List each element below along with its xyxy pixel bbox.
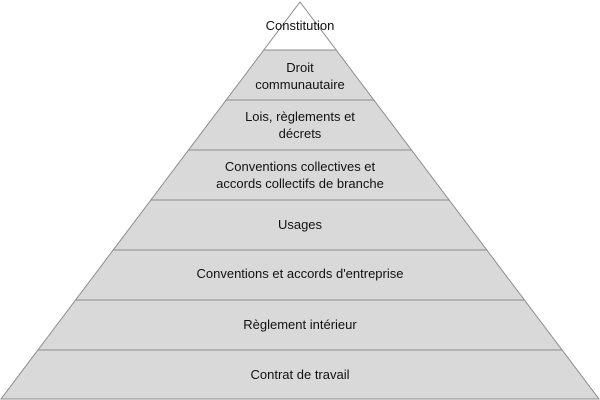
band-contrat-de-travail xyxy=(0,349,600,400)
level-conventions-collectives: Conventions collectives et accords colle… xyxy=(216,159,384,191)
level-droit-communautaire: Droit communautaire xyxy=(255,60,345,92)
level-contrat-de-travail: Contrat de travail xyxy=(250,367,350,382)
level-constitution: Constitution xyxy=(265,18,335,33)
level-reglement-interieur: Règlement intérieur xyxy=(243,317,357,332)
level-usages: Usages xyxy=(277,217,323,232)
level-lois-reglements-decrets: Lois, règlements et décrets xyxy=(245,109,355,141)
level-conventions-accords-entreprise: Conventions et accords d'entreprise xyxy=(196,266,404,281)
